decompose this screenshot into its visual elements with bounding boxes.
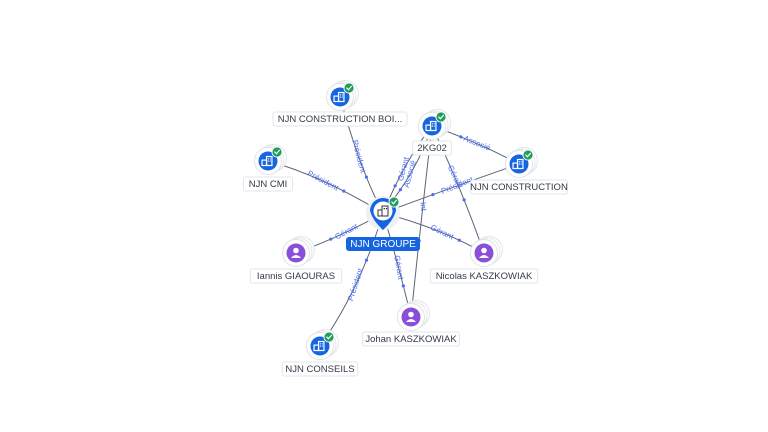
edge-arrow xyxy=(393,184,397,188)
building-icon xyxy=(512,158,524,170)
edge-arrow xyxy=(462,198,466,202)
person-icon xyxy=(406,311,416,322)
edge-label: Président xyxy=(350,139,368,175)
edge-label: Gérant xyxy=(429,223,456,242)
check-badge-icon xyxy=(271,146,283,158)
node-label: NJN CONSEILS xyxy=(285,364,354,375)
edge-arrow xyxy=(342,189,346,193)
node-nicolas-kaszkowiak[interactable]: Nicolas KASZKOWIAK xyxy=(429,236,539,284)
edge-label: Président xyxy=(306,169,341,193)
node-label: 2KG02 xyxy=(417,143,447,154)
node-label-bg xyxy=(242,176,294,192)
node-label: Johan KASZKOWIAK xyxy=(365,334,457,345)
building-icon xyxy=(377,205,389,217)
person-icon xyxy=(291,247,301,258)
node-label: Iannis GIAOURAS xyxy=(257,271,335,282)
person-icon xyxy=(479,247,489,258)
edge-label: Int xyxy=(418,202,428,212)
node-njn-construction[interactable]: NJN CONSTRUCTION xyxy=(470,147,568,195)
node-label-bg xyxy=(281,361,359,377)
edge-arrow xyxy=(431,193,435,197)
check-badge-icon xyxy=(435,111,447,123)
check-badge-icon xyxy=(323,331,335,343)
node-label: Nicolas KASZKOWIAK xyxy=(436,271,533,282)
node-label-bg xyxy=(362,331,460,347)
node-label: NJN CONSTRUCTION BOI... xyxy=(278,114,403,125)
node-label-bg xyxy=(412,140,452,156)
node-njn-cmi[interactable]: NJN CMI xyxy=(242,144,294,192)
node-label-bg xyxy=(272,111,408,127)
node-label-bg xyxy=(249,268,343,284)
node-njn-construction-bois[interactable]: NJN CONSTRUCTION BOI... xyxy=(272,80,408,127)
node-johan-kaszkowiak[interactable]: Johan KASZKOWIAK xyxy=(362,300,460,347)
node-label-bg xyxy=(346,237,420,251)
edge-line xyxy=(431,125,485,254)
edge-arrow xyxy=(364,258,369,262)
nodes-layer: NJN GROUPE NJN CONSTRUCTION BOI... 2KG02NJ… xyxy=(242,80,568,377)
check-badge-icon xyxy=(343,82,355,94)
building-icon xyxy=(261,155,273,167)
edge-arrow xyxy=(398,188,402,192)
edge-label: Associé xyxy=(462,134,492,153)
edge-arrow xyxy=(364,175,368,179)
node-label-bg xyxy=(429,268,539,284)
node-njn-conseils[interactable]: NJN CONSEILS xyxy=(281,329,359,377)
node-label: NJN CONSTRUCTION xyxy=(470,182,568,193)
node-iannis-giaouras[interactable]: Iannis GIAOURAS xyxy=(249,236,343,284)
edge-arrow xyxy=(457,238,461,242)
edge-label: Gérant xyxy=(392,255,405,281)
edge-arrow xyxy=(329,237,333,241)
node-njn-groupe[interactable]: NJN GROUPE xyxy=(346,196,420,251)
node-label: NJN CMI xyxy=(249,179,288,190)
node-label-bg xyxy=(470,179,568,195)
edge-arrow xyxy=(401,284,405,288)
edge-label: Président xyxy=(346,266,365,302)
check-badge-icon xyxy=(388,196,400,208)
check-badge-icon xyxy=(522,149,534,161)
node-2kg02[interactable]: 2KG02 xyxy=(412,109,452,156)
building-icon xyxy=(333,91,345,103)
node-label: NJN GROUPE xyxy=(350,239,416,250)
edge-arrow xyxy=(459,135,463,139)
building-icon xyxy=(313,340,325,352)
building-icon xyxy=(425,120,437,132)
